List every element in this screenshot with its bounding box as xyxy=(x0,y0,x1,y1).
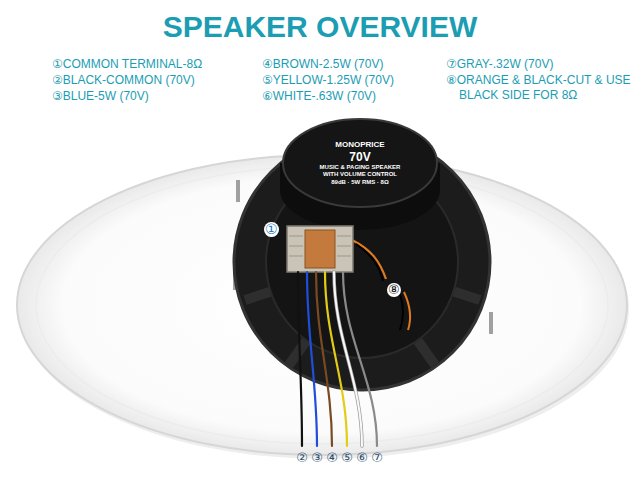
speaker-marking: 89dB · 5W RMS · 8Ω xyxy=(331,179,388,186)
key-item: ③BLUE-5W (70V) xyxy=(52,89,149,104)
callout-number: ③ xyxy=(310,450,324,466)
speaker-marking: 70V xyxy=(349,150,370,164)
callout-number: ⑤ xyxy=(340,450,354,466)
key-item: ⑥WHITE-.63W (70V) xyxy=(262,89,376,104)
orange-wire xyxy=(404,292,410,330)
key-item: ①COMMON TERMINAL-8Ω xyxy=(52,57,202,72)
black-wire xyxy=(400,294,403,330)
black-wire xyxy=(356,244,383,281)
transformer xyxy=(287,226,353,272)
transformer-coil xyxy=(305,230,335,268)
key-item: ②BLACK-COMMON (70V) xyxy=(52,73,195,88)
callout-number: ⑦ xyxy=(370,450,384,466)
speaker-marking: MUSIC & PAGING SPEAKER xyxy=(320,164,401,171)
page-title: SPEAKER OVERVIEW xyxy=(0,8,640,46)
tap-wires xyxy=(298,272,377,446)
key-item: ⑤YELLOW-1.25W (70V) xyxy=(262,73,394,88)
magnet-label: MONOPRICE70VMUSIC & PAGING SPEAKERWITH V… xyxy=(282,118,438,208)
magnet-cap-top xyxy=(283,119,437,207)
callout-number: ② xyxy=(295,450,309,466)
callout-number: ⑧ xyxy=(387,283,401,297)
speaker-marking: WITH VOLUME CONTROL xyxy=(323,171,397,178)
key-item: ⑧ORANGE & BLACK-CUT & USE BLACK SIDE FOR… xyxy=(446,73,631,103)
callout-number: ① xyxy=(264,222,279,237)
speaker-basket xyxy=(234,134,490,390)
speaker-marking: MONOPRICE xyxy=(335,140,384,150)
key-item: ⑦GRAY-.32W (70V) xyxy=(446,57,553,72)
callout-number: ④ xyxy=(325,450,339,466)
key-item: ④BROWN-2.5W (70V) xyxy=(262,57,383,72)
callout-number: ⑥ xyxy=(355,450,369,466)
transformer-laminations xyxy=(289,236,351,256)
